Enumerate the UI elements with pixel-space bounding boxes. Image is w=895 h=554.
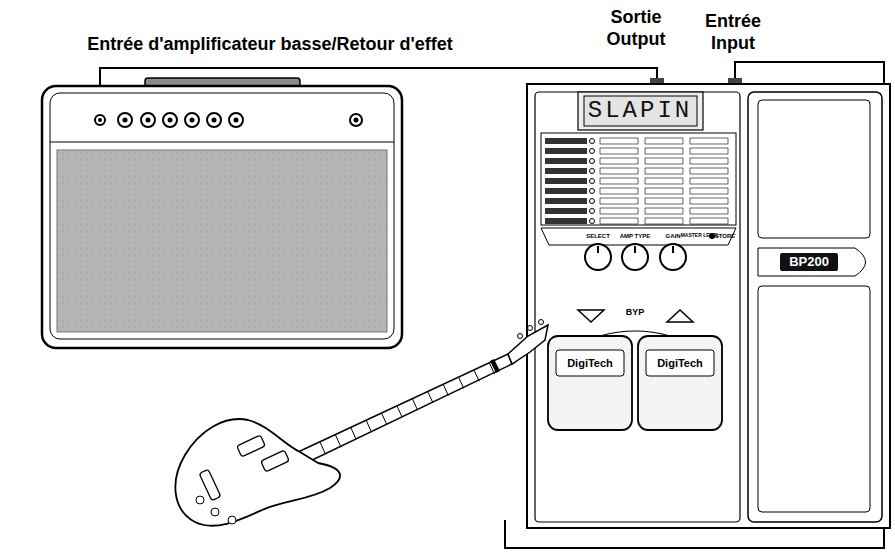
model-logo: BP200 (789, 255, 829, 269)
fret (320, 442, 325, 453)
panel-row (545, 158, 728, 164)
knob-label: STORE (715, 233, 736, 240)
fret (413, 399, 418, 410)
panel-row (545, 198, 728, 204)
fret (459, 378, 464, 389)
fret (382, 413, 387, 424)
amp-knob (163, 113, 177, 127)
input-cable (505, 62, 884, 548)
panel-row (545, 208, 728, 214)
knob-label: MASTER LEVEL (681, 233, 720, 239)
amp-knob (207, 113, 221, 127)
fret (335, 435, 340, 446)
amp-knob (118, 113, 132, 127)
fret (366, 421, 371, 432)
bass-guitar (175, 320, 548, 526)
amp-knob (185, 113, 199, 127)
fret (428, 392, 433, 403)
fret (474, 370, 479, 381)
bp200-unit (527, 78, 890, 528)
brand-logo: DigiTech (657, 357, 703, 369)
jack-label: Entrée d'amplificateur basse/Retour d'ef… (87, 35, 453, 55)
jack-label: Entrée (705, 12, 761, 32)
jack-label: Input (711, 34, 755, 54)
jack-label: Sortie (610, 8, 661, 28)
panel-row (545, 168, 728, 174)
brand-logo: DigiTech (567, 357, 613, 369)
amp-knob (229, 113, 243, 127)
lcd-display: SLAPIN (588, 98, 692, 124)
knob-label: GAIN (666, 233, 681, 240)
fret (397, 406, 402, 417)
panel-row (545, 138, 728, 144)
panel-row (545, 148, 728, 154)
fret (351, 428, 356, 439)
bass-amplifier (42, 78, 402, 348)
knob-label: SELECT (586, 233, 610, 240)
amp-knob (141, 113, 155, 127)
panel-row (545, 188, 728, 194)
panel-row (545, 178, 728, 184)
bypass-label: BYP (626, 308, 645, 318)
panel-row (545, 218, 728, 224)
label-ground (85, 35, 455, 55)
jack-label: Output (607, 30, 666, 50)
fret (443, 385, 448, 396)
knob-label: AMP TYPE (620, 233, 651, 240)
